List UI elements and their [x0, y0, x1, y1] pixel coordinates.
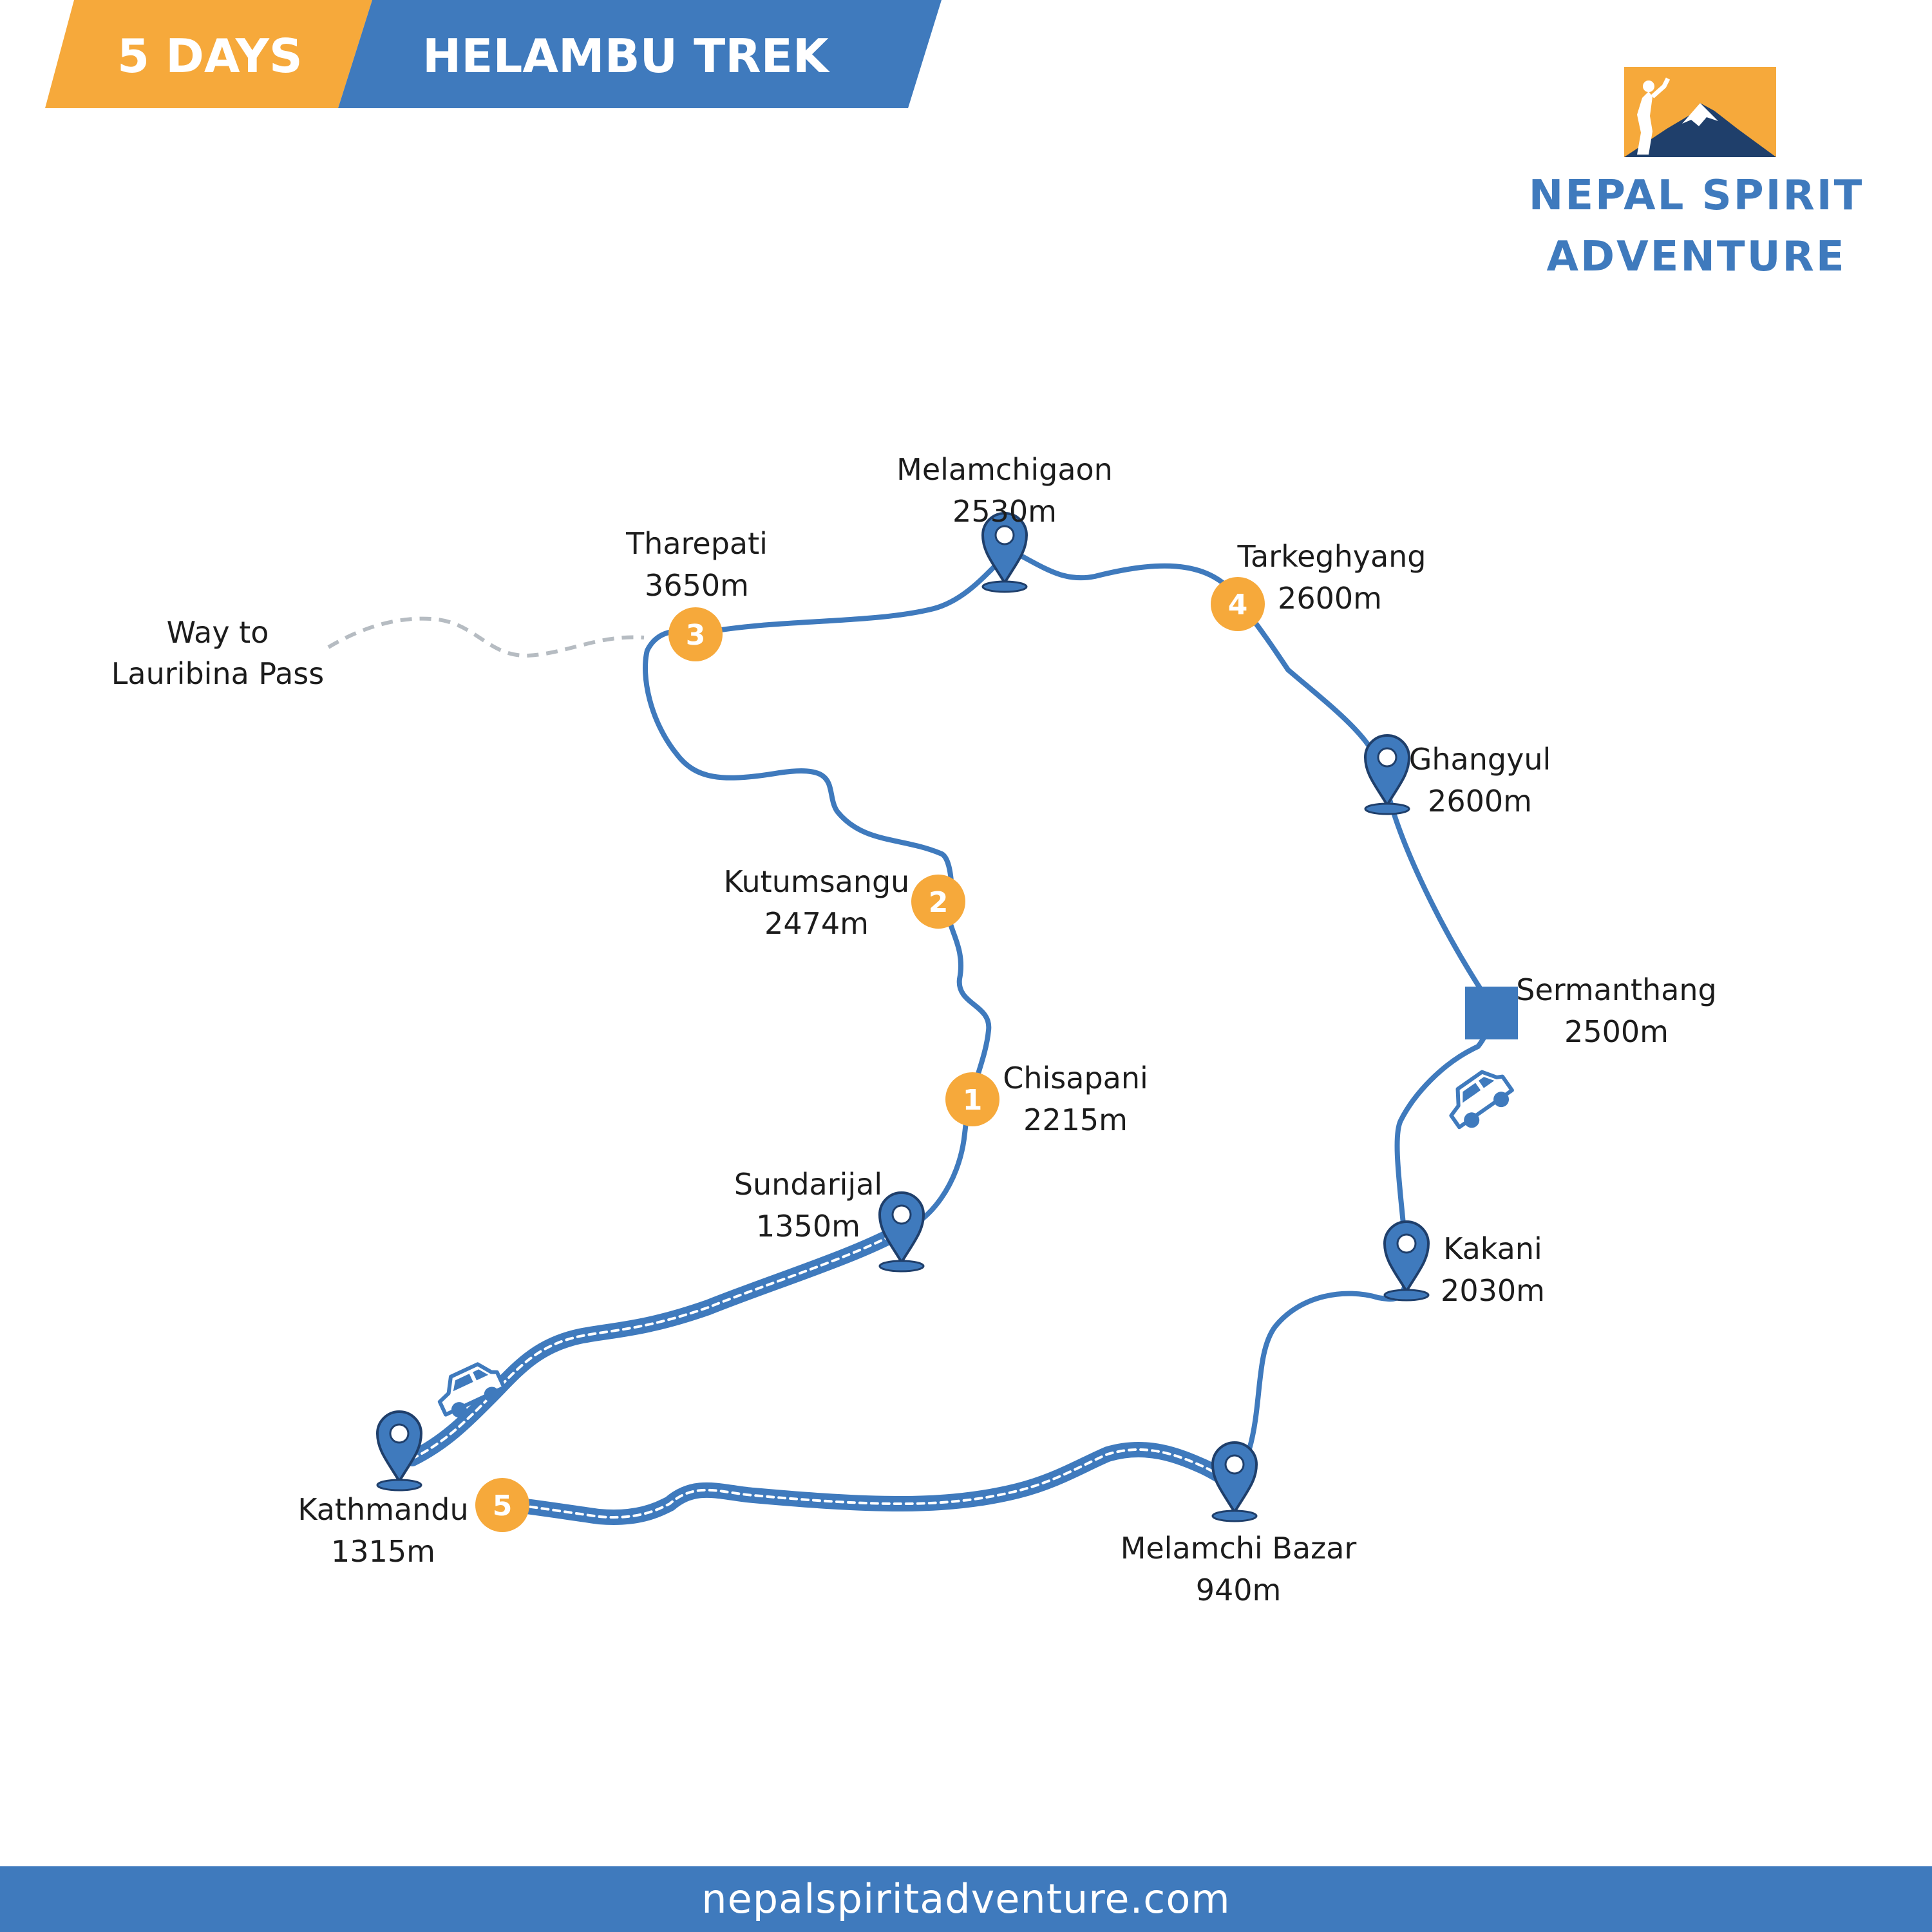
header-banner: 5 DAYS HELAMBU TREK [45, 0, 942, 108]
location-pin-icon [376, 1410, 422, 1492]
svg-text:5: 5 [493, 1490, 513, 1522]
day-marker-3: 3 [668, 607, 723, 661]
side-route-label-2: Lauribina Pass [111, 656, 324, 691]
svg-text:1: 1 [963, 1084, 983, 1117]
stop-name-kutumsangu: Kutumsangu [724, 864, 910, 899]
stop-altitude-tarkeghyang: 2600m [1278, 581, 1382, 616]
stop-altitude-kakani: 2030m [1441, 1273, 1545, 1308]
stop-altitude-tharepati: 3650m [645, 568, 749, 603]
stop-name-chisapani: Chisapani [1003, 1061, 1148, 1095]
svg-text:3: 3 [686, 619, 706, 652]
stop-altitude-melamchigaon: 2530m [952, 494, 1057, 529]
stop-altitude-melamchi-bazar: 940m [1196, 1573, 1282, 1607]
stop-name-melamchigaon: Melamchigaon [896, 452, 1113, 487]
days-label: 5 DAYS [117, 29, 303, 83]
stop-altitude-sundarijal: 1350m [756, 1209, 860, 1244]
stop-name-melamchi-bazar: Melamchi Bazar [1121, 1531, 1357, 1566]
stop-name-sermanthang: Sermanthang [1516, 972, 1717, 1007]
road-route-path [404, 1222, 1241, 1525]
location-pin-icon [1383, 1220, 1430, 1302]
stop-name-kakani: Kakani [1443, 1231, 1542, 1266]
brand-line1: NEPAL SPIRIT [1529, 172, 1864, 220]
car-icon [1441, 1064, 1517, 1135]
trek-title: HELAMBU TREK [422, 29, 830, 83]
side-route-label-1: Way to [167, 615, 269, 650]
footer-website-link[interactable]: nepalspiritadventure.com [701, 1875, 1230, 1922]
day-marker-2: 2 [911, 875, 965, 929]
hiker-mountain-logo-icon [1624, 67, 1776, 157]
day-marker-5: 5 [475, 1478, 529, 1532]
stop-name-sundarijal: Sundarijal [734, 1167, 882, 1202]
stop-altitude-kutumsangu: 2474m [764, 906, 869, 941]
location-pin-icon [1211, 1441, 1258, 1522]
trek-route-path [643, 548, 1493, 1484]
svg-text:2: 2 [929, 886, 949, 919]
stop-altitude-chisapani: 2215m [1023, 1103, 1128, 1137]
brand-logo: NEPAL SPIRIT ADVENTURE [1529, 67, 1864, 281]
stop-altitude-sermanthang: 2500m [1564, 1014, 1669, 1049]
day-marker-1: 1 [945, 1072, 999, 1126]
day-marker-4: 4 [1211, 577, 1265, 631]
svg-text:4: 4 [1228, 589, 1248, 621]
stop-name-kathmandu: Kathmandu [298, 1492, 468, 1527]
location-pin-icon [1364, 734, 1410, 815]
stop-name-tarkeghyang: Tarkeghyang [1236, 539, 1426, 574]
brand-line2: ADVENTURE [1546, 233, 1846, 281]
location-pin-icon [878, 1191, 925, 1273]
stop-name-ghangyul: Ghangyul [1409, 742, 1551, 777]
road-route-dash [411, 1229, 1235, 1519]
side-route-path [327, 616, 645, 658]
footer-bar [0, 1866, 1932, 1932]
stop-name-tharepati: Tharepati [625, 526, 768, 561]
days-badge [45, 0, 372, 108]
stop-altitude-ghangyul: 2600m [1428, 784, 1532, 819]
stop-square-sermanthang [1465, 987, 1518, 1039]
stop-altitude-kathmandu: 1315m [331, 1534, 435, 1569]
title-badge [338, 0, 942, 108]
